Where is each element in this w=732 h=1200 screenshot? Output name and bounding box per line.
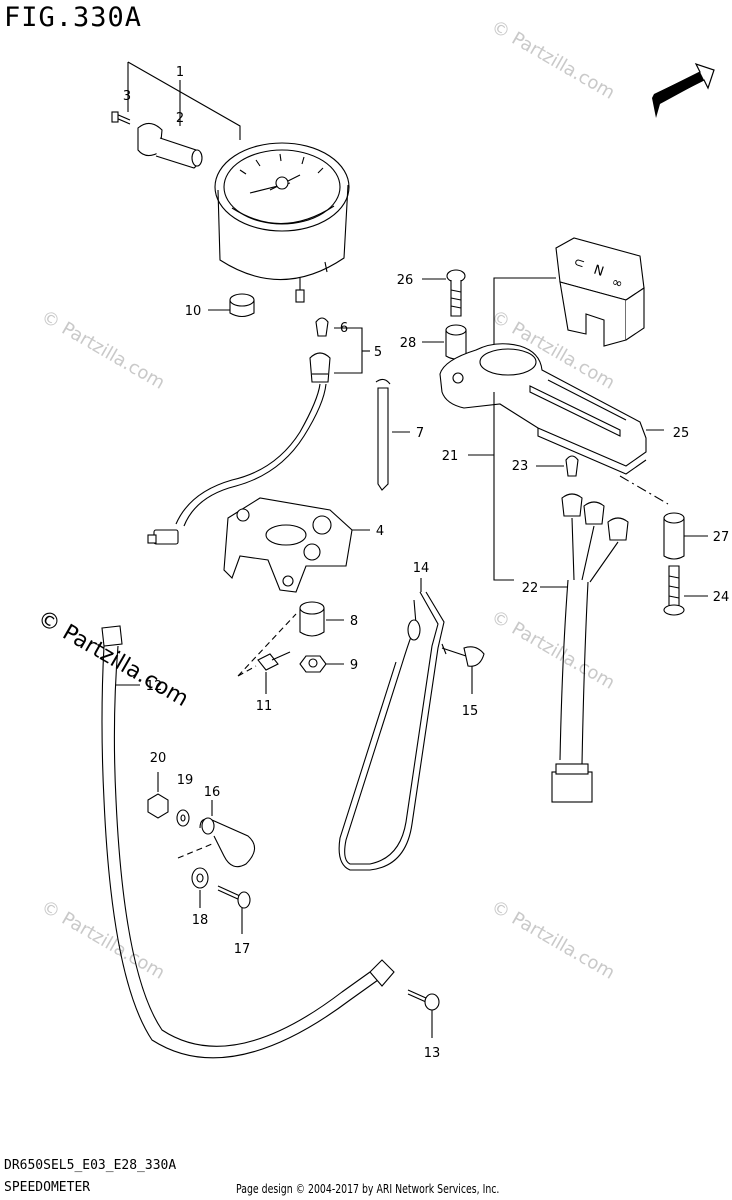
- bulb-part-23: [536, 455, 579, 477]
- indicator-housing-part-21: [439, 343, 664, 475]
- washer-part-19: [176, 809, 190, 827]
- indicator-cover-part-25: ⊂ N ∞: [493, 237, 645, 390]
- callout-6: 6: [340, 321, 348, 336]
- dash-line: [237, 613, 297, 677]
- callout-20: 20: [150, 751, 167, 766]
- callout-21: 21: [442, 449, 459, 464]
- leader-bracket-1: [127, 61, 241, 140]
- dash-line: [177, 843, 213, 859]
- nut-part-9: [299, 655, 344, 673]
- callout-17: 17: [234, 942, 251, 957]
- washer-part-18: [191, 867, 209, 908]
- callout-8: 8: [350, 614, 358, 629]
- speedometer-gauge: [214, 142, 350, 303]
- screw-part-3: [111, 111, 131, 125]
- callout-18: 18: [192, 913, 209, 928]
- callout-2: 2: [176, 111, 184, 126]
- bolt-part-15: [441, 643, 485, 694]
- callout-22: 22: [522, 581, 539, 596]
- screw-part-17: [217, 885, 251, 934]
- screw-part-26: [422, 269, 466, 317]
- watermark-text: © Partzilla.com: [488, 16, 619, 104]
- socket-wire-part-5: [147, 352, 331, 545]
- leader-bracket-21: [493, 392, 514, 581]
- cable-part-12: [101, 625, 395, 1059]
- copyright-credit: Page design © 2004-2017 by ARI Network S…: [236, 1182, 500, 1196]
- callout-23: 23: [512, 459, 529, 474]
- speedometer-knob: [137, 122, 203, 169]
- callout-3: 3: [123, 89, 131, 104]
- model-code: DR650SEL5_E03_E28_330A: [4, 1158, 177, 1173]
- callout-19: 19: [177, 773, 194, 788]
- collar-part-27: [663, 512, 708, 560]
- callout-7: 7: [416, 426, 424, 441]
- bracket-part-4: [223, 497, 370, 593]
- collar-part-28: [422, 324, 467, 360]
- rod-part-14: [338, 578, 445, 871]
- bulb-part-6: [315, 317, 329, 337]
- callout-10: 10: [185, 304, 202, 319]
- cushion-part-8: [299, 601, 344, 637]
- svg-text:∞: ∞: [610, 275, 625, 293]
- callout-9: 9: [350, 658, 358, 673]
- callout-labels: 1 2 3 4 5 6 7 8 9 10 11 12 13 14 15 16 1…: [123, 65, 729, 1061]
- screw-part-13: [407, 989, 440, 1038]
- callout-24: 24: [713, 590, 730, 605]
- callout-11: 11: [256, 699, 273, 714]
- watermark-text: © Partzilla.com: [488, 896, 619, 984]
- callout-16: 16: [204, 785, 221, 800]
- figure-title: FIG.330A: [4, 2, 143, 33]
- callout-27: 27: [713, 530, 730, 545]
- callout-5: 5: [374, 345, 382, 360]
- bolt-part-11: [257, 651, 291, 694]
- callout-12: 12: [146, 679, 163, 694]
- section-name: SPEEDOMETER: [4, 1180, 91, 1195]
- watermark-text: © Partzilla.com: [33, 606, 193, 713]
- callout-13: 13: [424, 1046, 441, 1061]
- watermark-text: © Partzilla.com: [38, 896, 169, 984]
- callout-28: 28: [400, 336, 417, 351]
- grommet-part-10: [208, 293, 255, 318]
- nut-part-20: [147, 772, 169, 819]
- harness-part-22: [540, 493, 629, 803]
- screw-part-24: [663, 565, 708, 616]
- watermark-text: © Partzilla.com: [38, 306, 169, 394]
- watermark-text: © Partzilla.com: [488, 606, 619, 694]
- dash-line: [619, 475, 669, 505]
- fwd-arrow-icon: FWD: [652, 62, 715, 119]
- callout-1: 1: [176, 65, 184, 80]
- clamp-part-16: [199, 800, 256, 868]
- tie-strap-part-7: [375, 378, 410, 491]
- callout-15: 15: [462, 704, 479, 719]
- callout-25: 25: [673, 426, 690, 441]
- svg-text:N: N: [592, 263, 606, 280]
- callout-14: 14: [413, 561, 430, 576]
- svg-text:⊂: ⊂: [572, 255, 587, 273]
- callout-4: 4: [376, 524, 384, 539]
- callout-26: 26: [397, 273, 414, 288]
